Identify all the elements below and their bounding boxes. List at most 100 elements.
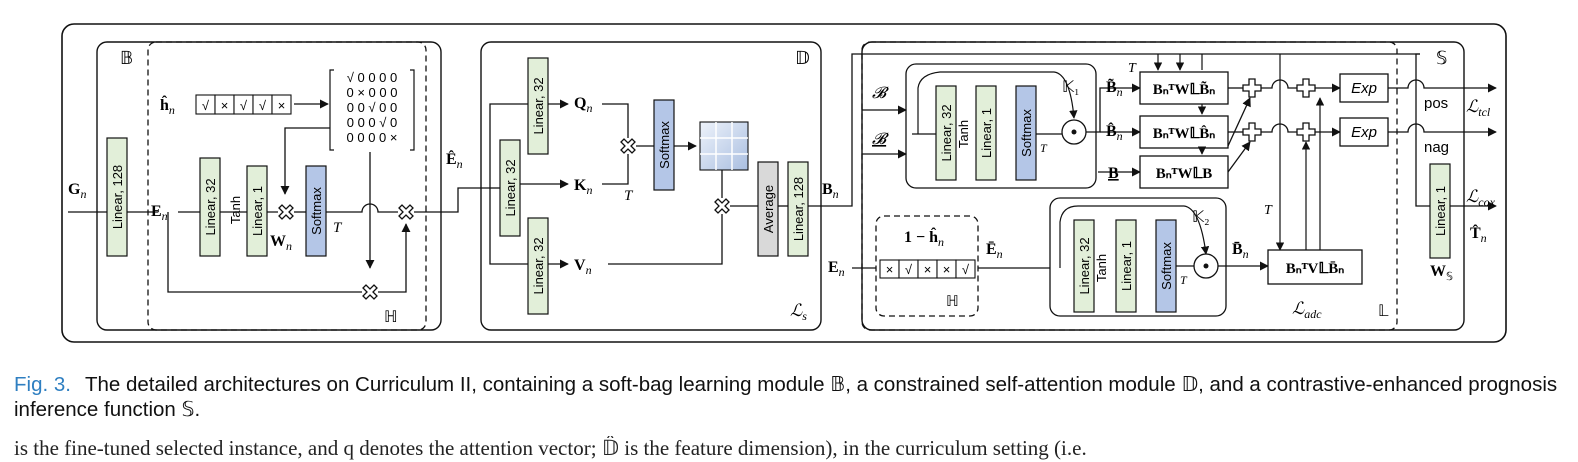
linear1-label-b: Linear, 1	[250, 186, 265, 236]
matrix-row: 0 × 0 0 0	[347, 85, 398, 100]
b-to-linear-s	[1415, 53, 1430, 207]
formula-4: BₙᵀV𝕃B̄ₙ	[1286, 261, 1344, 277]
d-output-line	[808, 53, 1420, 207]
matrix-row: 0 0 √ 0 0	[347, 100, 398, 115]
plus-op-4	[1296, 122, 1316, 142]
inverse-mask-cell-label: ×	[924, 262, 932, 277]
plus-op-1	[1242, 78, 1262, 98]
module-d-box	[480, 41, 822, 331]
w-label: Wn	[270, 233, 292, 253]
linear32-k-block	[499, 139, 521, 237]
module-d-label: 𝔻	[795, 48, 810, 68]
exp-label-1: Exp	[1351, 80, 1377, 97]
t-label-s: T	[1128, 61, 1137, 76]
loss-adc-label: ℒadc	[1292, 299, 1322, 321]
t-hat-label: T̂n	[1470, 224, 1487, 245]
linear128-block-b	[106, 137, 128, 257]
w-multiply-op	[278, 204, 294, 220]
linear32-v-block	[527, 217, 549, 315]
linear32-block-b	[199, 157, 221, 257]
nag-label: nag	[1424, 139, 1449, 156]
loss-cox-label: ℒcox	[1466, 187, 1496, 209]
module-h-label: ℍ	[384, 309, 398, 326]
inverse-mask-cells: ×√××√	[879, 259, 976, 279]
linear32-label-k1: Linear, 32	[939, 104, 954, 161]
to-q-line	[478, 103, 528, 189]
linear1-block-b	[246, 165, 268, 257]
body-text-line: is the fine-tuned selected instance, and…	[14, 436, 1087, 460]
h2-dashed-box	[875, 215, 979, 317]
softmax-block-k1	[1015, 85, 1037, 181]
module-h-dashed-box	[147, 41, 427, 331]
t-label-k1: T	[1040, 141, 1048, 155]
b-output-label: Bn	[822, 181, 839, 201]
btilde-label: B̃n	[1106, 77, 1123, 99]
h-mask-cell-label: √	[259, 98, 267, 113]
to-v-line	[489, 188, 528, 265]
linear1-label-k2: Linear, 1	[1119, 241, 1134, 291]
h-mask-cell-label: ×	[278, 98, 286, 113]
q-to-mult	[602, 103, 629, 138]
linear128-block-d	[787, 161, 809, 257]
bbar-label: B̄n	[1232, 240, 1249, 262]
loss-tcl-label: ℒtcl	[1466, 97, 1491, 119]
linear32-q-label: Linear, 32	[531, 77, 546, 134]
k2-label: 𝕂₂	[1192, 209, 1210, 226]
softmax-block-d	[653, 99, 675, 191]
k2-skip-arrow	[1059, 205, 1210, 268]
k-to-mult	[602, 154, 629, 185]
inverse-mask-cell-label: √	[962, 262, 970, 277]
g-input-label: Gn	[68, 181, 86, 201]
t-label-k2: T	[1180, 273, 1188, 287]
e-hat-label: Ên	[446, 149, 463, 171]
e2-label: En	[828, 259, 845, 279]
linear1-label-k1: Linear, 1	[979, 108, 994, 158]
qk-multiply-op	[620, 138, 636, 154]
plus-op-2	[1242, 122, 1262, 142]
softmax-label-k1: Softmax	[1019, 109, 1034, 157]
caption-text: The detailed architectures on Curriculum…	[14, 373, 1558, 421]
figure-label: Fig. 3.	[14, 373, 71, 396]
formula-box-1	[1139, 71, 1229, 105]
plus-op-3	[1296, 78, 1316, 98]
matrix-row: 0 0 0 √ 0	[347, 115, 398, 130]
h-mask-cell-label: ×	[221, 98, 229, 113]
h-mask-cell-label: √	[240, 98, 248, 113]
softmax-label-k2: Softmax	[1159, 242, 1174, 290]
h-multiply-op	[362, 284, 378, 300]
formula-1: BₙᵀW𝕃B̃ₙ	[1153, 81, 1216, 98]
calb-under-label: 𝓑	[872, 131, 889, 148]
e-label: En	[151, 203, 168, 223]
linear1-block-k2	[1115, 219, 1137, 313]
q-label: Qn	[574, 95, 592, 115]
h-mask-cell-label: √	[202, 98, 210, 113]
nag-arrow	[1388, 123, 1497, 137]
linear1-label-s: Linear, 1	[1433, 186, 1448, 236]
b-to-d-line	[414, 187, 478, 213]
final-multiply-op-b	[398, 204, 414, 220]
linear32-label-k2: Linear, 32	[1077, 237, 1092, 294]
k2-box	[1049, 197, 1227, 317]
bhat-label: B̂n	[1106, 122, 1123, 143]
k1-box	[905, 63, 1097, 189]
linear1-block-s	[1429, 163, 1451, 259]
one-minus-h-label: 1 − ĥn	[904, 226, 944, 249]
mask-matrix-brackets	[329, 69, 415, 151]
b-skip-line	[167, 212, 362, 293]
linear1-block-k1	[975, 85, 997, 181]
module-l-dashed-box	[861, 41, 1398, 331]
average-label: Average	[761, 185, 776, 233]
exp-label-2: Exp	[1351, 124, 1377, 141]
linear128-label-b: Linear, 128	[110, 165, 125, 229]
formula-box-4	[1267, 249, 1363, 285]
h-mask-cells: √ × √ √ ×	[195, 94, 292, 115]
average-block	[757, 161, 779, 257]
matrix-row: √ 0 0 0 0	[347, 70, 398, 85]
module-b-label: 𝔹	[120, 48, 133, 68]
h2-label: ℍ	[946, 294, 959, 310]
f3-to-plus1	[1227, 97, 1251, 147]
f3-to-plus2	[1227, 141, 1251, 173]
w-s-label: W𝕊	[1430, 263, 1453, 283]
architecture-diagram: 𝔹 ℍ Gn Linear, 128 En ĥn √×√√× √ 0 0 0 0…	[61, 23, 1507, 343]
t-label-d: T	[624, 188, 634, 204]
